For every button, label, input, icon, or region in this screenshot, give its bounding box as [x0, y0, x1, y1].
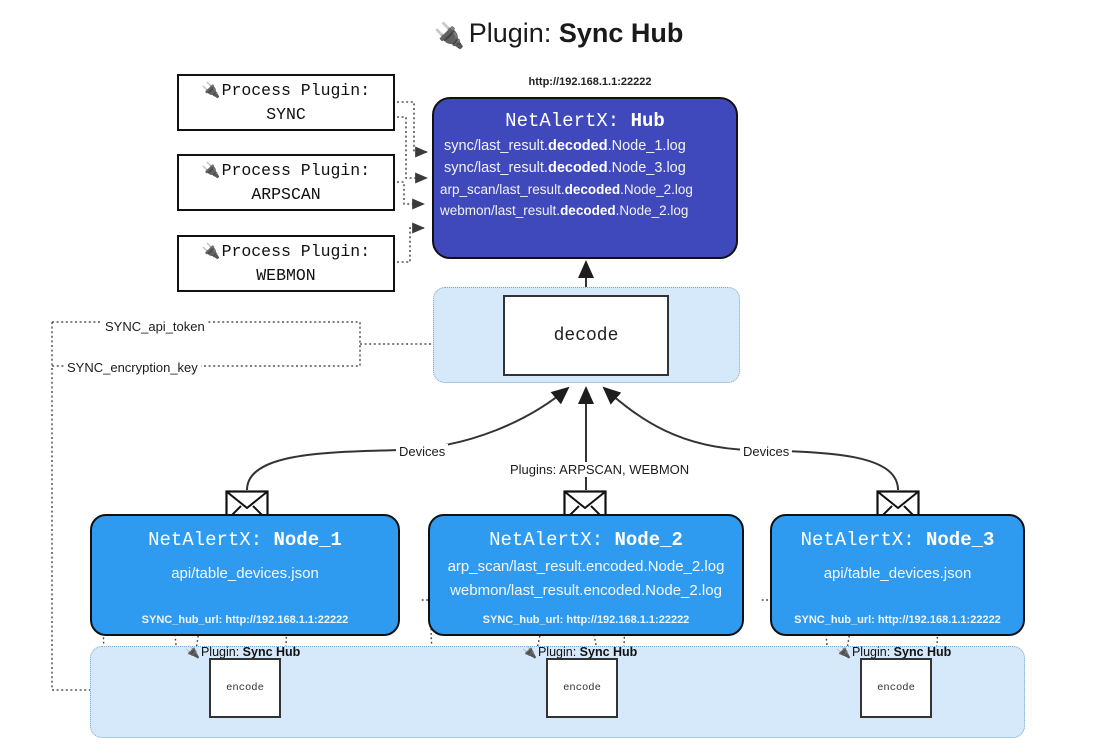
node-hub-url: SYNC_hub_url: http://192.168.1.1:22222	[794, 614, 1001, 626]
node-title: NetAlertX: Node_3	[772, 529, 1023, 551]
plug-icon: 🔌	[433, 22, 465, 50]
title-strong: Sync Hub	[558, 18, 684, 48]
hub-log-post: .Node_2.log	[620, 182, 693, 197]
hub-log-post: .Node_1.log	[607, 138, 686, 154]
plug-icon: 🔌	[201, 244, 221, 261]
edge-label-plugins: Plugins: ARPSCAN, WEBMON	[507, 462, 693, 477]
node-box-node-1[interactable]: NetAlertX: Node_1 api/table_devices.json…	[90, 514, 400, 636]
hub-log-pre: arp_scan/last_result.	[440, 182, 565, 197]
secret-label-encryption-key: SYNC_encryption_key	[64, 360, 201, 375]
node-box-node-3[interactable]: NetAlertX: Node_3 api/table_devices.json…	[770, 514, 1025, 636]
node-name-prefix: NetAlertX:	[489, 529, 615, 551]
node-title: NetAlertX: Node_2	[430, 529, 742, 551]
hub-name: Hub	[630, 110, 665, 132]
hub-log-post: .Node_2.log	[615, 203, 689, 218]
hub-title: NetAlertX: Hub	[434, 110, 736, 132]
encode-box[interactable]: encode	[860, 658, 932, 718]
node-name: Node_2	[614, 529, 683, 551]
node-line: api/table_devices.json	[823, 565, 972, 582]
hub-log-mid: decoded	[547, 160, 608, 176]
hub-name-prefix: NetAlertX:	[505, 110, 631, 132]
node-name: Node_3	[926, 529, 995, 551]
hub-log-mid: decoded	[547, 138, 608, 154]
encoder-label-strong: Sync Hub	[242, 645, 301, 659]
hub-log-pre: sync/last_result.	[444, 160, 548, 176]
process-plugin-box-sync[interactable]: 🔌Process Plugin: SYNC	[177, 74, 395, 131]
hub-log-line: webmon/last_result.decoded.Node_2.log	[434, 203, 736, 218]
hub-log-mid: decoded	[564, 182, 621, 197]
hub-log-mid: decoded	[560, 203, 616, 218]
secret-label-api-token: SYNC_api_token	[102, 319, 208, 334]
page-title: 🔌Plugin: Sync Hub	[0, 18, 1117, 50]
process-plugin-name: WEBMON	[256, 265, 316, 285]
plug-icon: 🔌	[185, 645, 200, 659]
process-plugin-label: Process Plugin:	[221, 81, 371, 100]
encode-box[interactable]: encode	[546, 658, 618, 718]
hub-log-post: .Node_3.log	[607, 160, 686, 176]
hub-log-line: arp_scan/last_result.decoded.Node_2.log	[434, 182, 736, 197]
process-plugin-box-webmon[interactable]: 🔌Process Plugin: WEBMON	[177, 235, 395, 292]
process-plugin-header: 🔌Process Plugin:	[179, 240, 393, 264]
process-plugin-header: 🔌Process Plugin:	[179, 159, 393, 183]
encoder-label-lead: Plugin:	[851, 645, 894, 659]
process-plugin-name: ARPSCAN	[251, 184, 321, 204]
node-name: Node_1	[273, 529, 342, 551]
node-line: api/table_devices.json	[171, 565, 319, 582]
hub-box[interactable]: NetAlertX: Hub sync/last_result.decoded.…	[432, 97, 738, 259]
plug-icon: 🔌	[201, 83, 221, 100]
node-name-prefix: NetAlertX:	[800, 529, 926, 551]
plug-icon: 🔌	[522, 645, 537, 659]
encoder-label-lead: Plugin:	[200, 645, 243, 659]
node-hub-url: SYNC_hub_url: http://192.168.1.1:22222	[482, 614, 690, 626]
node-title: NetAlertX: Node_1	[92, 529, 398, 551]
hub-log-pre: sync/last_result.	[444, 138, 548, 154]
process-plugin-box-arpscan[interactable]: 🔌Process Plugin: ARPSCAN	[177, 154, 395, 211]
edge-label-devices-right: Devices	[740, 444, 793, 459]
encoder-plugin-label: 🔌Plugin: Sync Hub	[185, 645, 300, 659]
encoder-plugin-label: 🔌Plugin: Sync Hub	[522, 645, 637, 659]
hub-log-line: sync/last_result.decoded.Node_3.log	[434, 160, 736, 176]
hub-url-caption: http://192.168.1.1:22222	[528, 76, 652, 88]
decode-box[interactable]: decode	[503, 295, 669, 376]
process-plugin-name: SYNC	[266, 104, 306, 124]
encode-box[interactable]: encode	[209, 658, 281, 718]
plug-icon: 🔌	[201, 163, 221, 180]
process-plugin-header: 🔌Process Plugin:	[179, 79, 393, 103]
process-plugin-label: Process Plugin:	[221, 161, 371, 180]
title-lead: Plugin:	[468, 18, 559, 48]
node-line: webmon/last_result.encoded.Node_2.log	[450, 582, 722, 599]
node-name-prefix: NetAlertX:	[148, 529, 274, 551]
hub-log-pre: webmon/last_result.	[440, 203, 561, 218]
plug-icon: 🔌	[836, 645, 851, 659]
encoder-plugin-label: 🔌Plugin: Sync Hub	[836, 645, 951, 659]
node-line: arp_scan/last_result.encoded.Node_2.log	[447, 558, 725, 575]
hub-log-line: sync/last_result.decoded.Node_1.log	[434, 138, 736, 154]
node-box-node-2[interactable]: NetAlertX: Node_2 arp_scan/last_result.e…	[428, 514, 744, 636]
edge-label-devices-left: Devices	[396, 444, 449, 459]
encoder-label-lead: Plugin:	[537, 645, 580, 659]
node-hub-url: SYNC_hub_url: http://192.168.1.1:22222	[141, 614, 349, 626]
encoder-label-strong: Sync Hub	[579, 645, 638, 659]
encoder-label-strong: Sync Hub	[893, 645, 952, 659]
process-plugin-label: Process Plugin:	[221, 242, 371, 261]
